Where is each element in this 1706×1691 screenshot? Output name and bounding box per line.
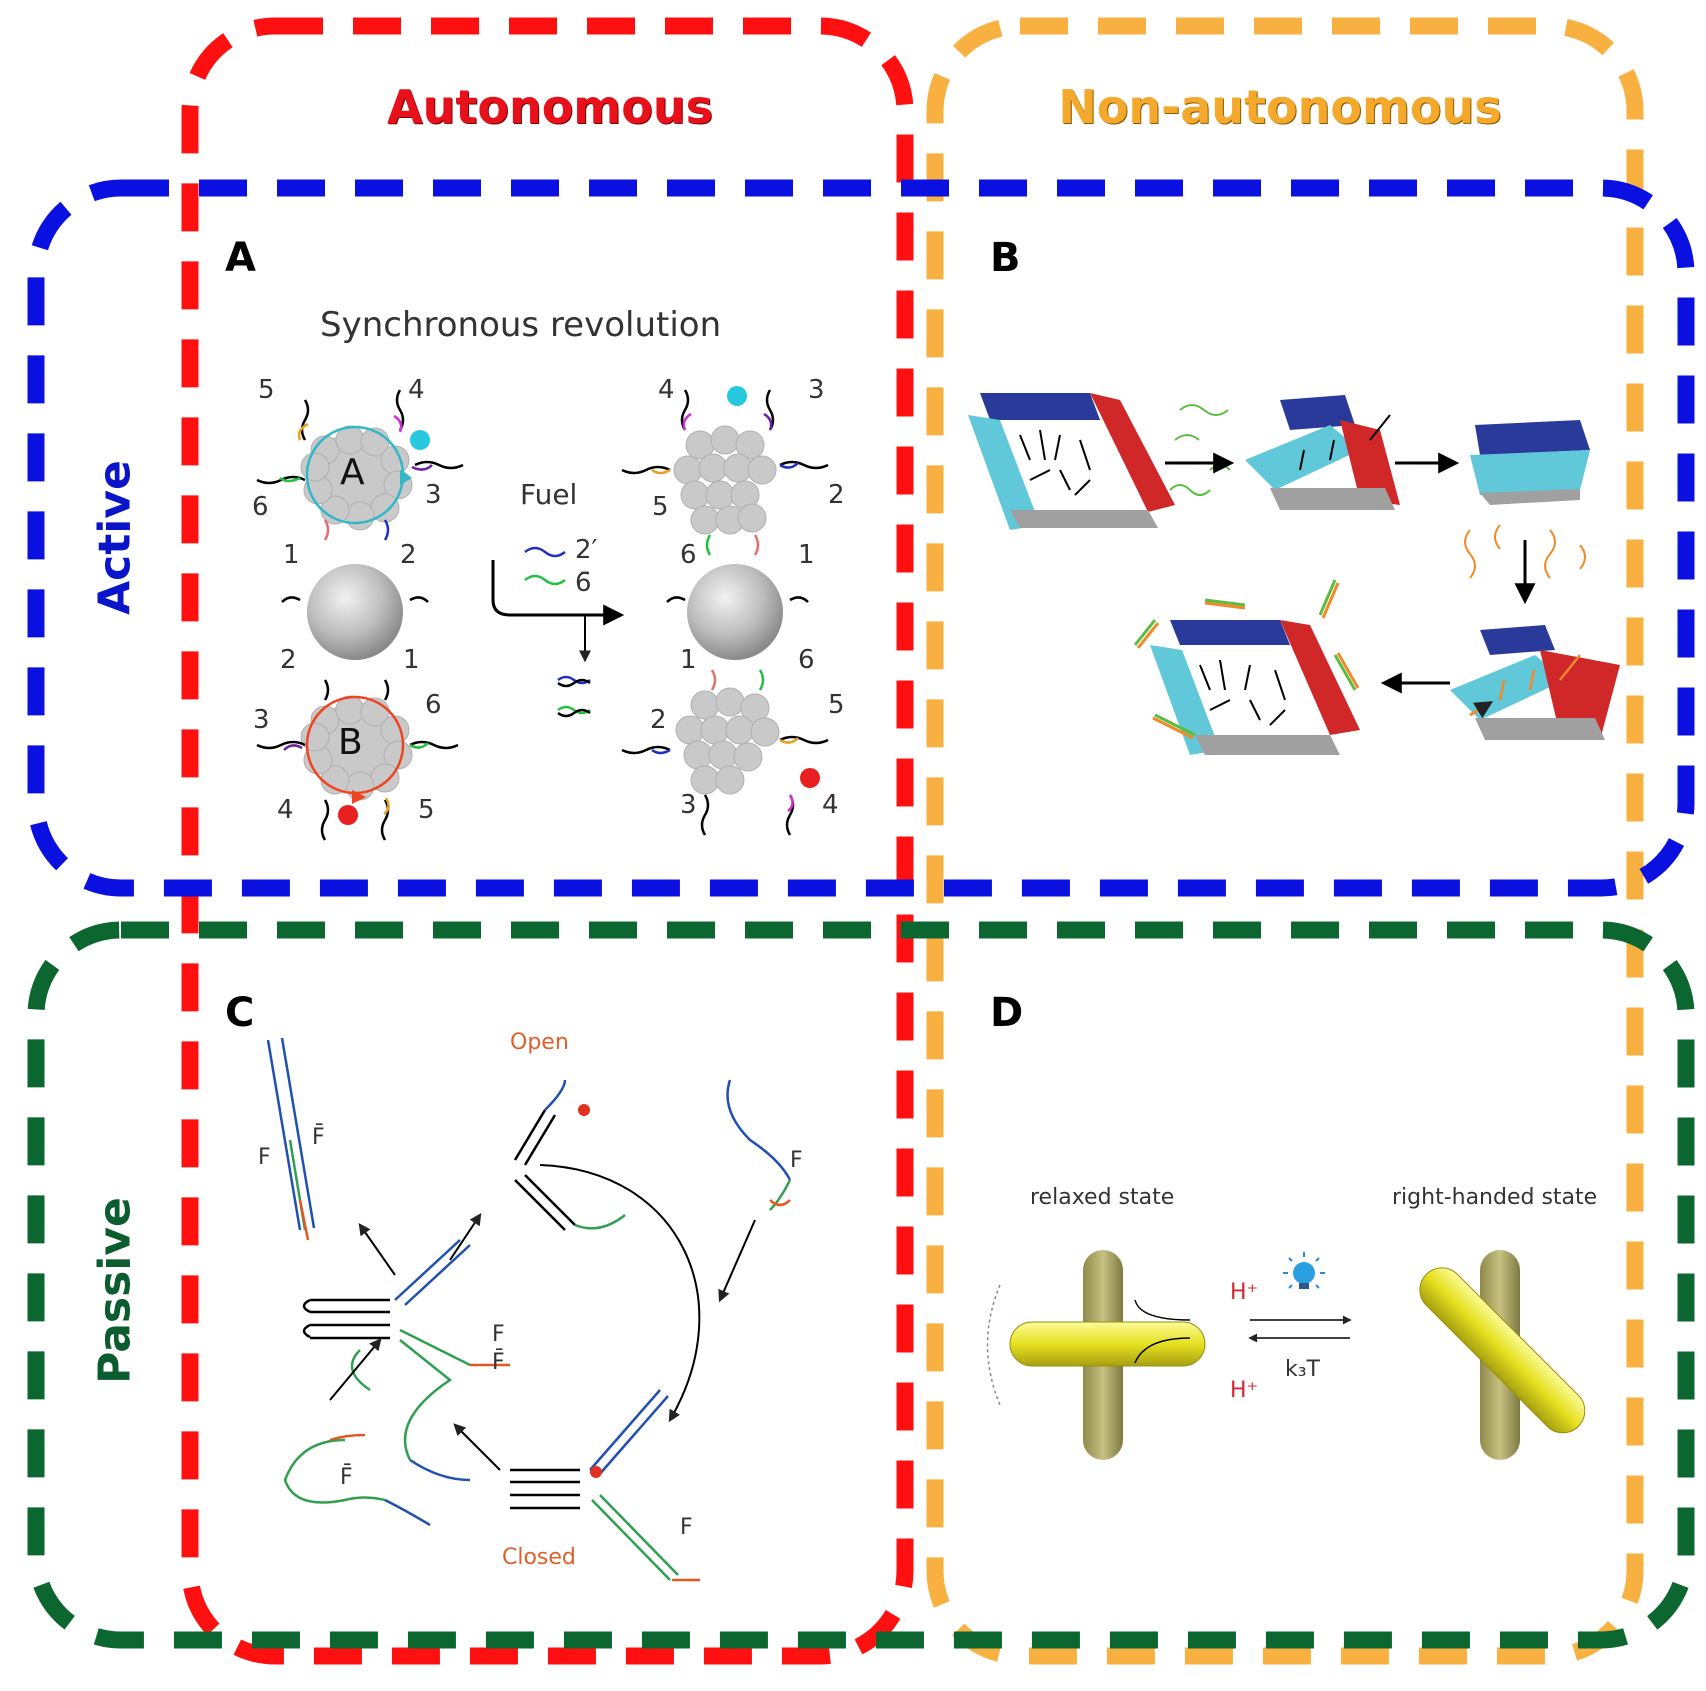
gear-b-label: B <box>338 722 363 763</box>
right-upper-marker <box>727 386 747 406</box>
frame-non-autonomous <box>926 17 1644 1665</box>
right-num-10: 5 <box>828 690 845 720</box>
b-frame-2 <box>1245 395 1400 510</box>
row-label-active: Active <box>89 460 141 615</box>
right-num-8: 6 <box>798 645 815 675</box>
row-label-passive: Passive <box>89 1197 141 1384</box>
waste-duplexes <box>557 675 591 718</box>
right-num-12: 4 <box>822 790 839 820</box>
gear-a-label: A <box>340 452 365 493</box>
closed-label: Closed <box>502 1545 576 1570</box>
gear-b-marker <box>338 805 358 825</box>
right-num-9: 2 <box>650 705 667 735</box>
fuel-strand-1: 2′ <box>575 535 598 565</box>
c-f-label-2: F <box>790 1148 803 1173</box>
fuel-strand-blue <box>524 546 566 558</box>
c-f-label-3: F <box>492 1322 505 1347</box>
fuel-strand-2: 6̄ <box>575 568 592 598</box>
left-num-10: 6 <box>425 690 442 720</box>
open-label: Open <box>510 1030 569 1055</box>
left-num-12: 5 <box>418 795 435 825</box>
d-upper-curve <box>1134 1299 1191 1321</box>
b-frame-1 <box>968 393 1175 530</box>
right-num-2: 3 <box>808 375 825 405</box>
b-green-strands-1 <box>1169 404 1231 496</box>
gear-b-arrow <box>352 790 366 804</box>
panel-a-title: Synchronous revolution <box>320 305 722 345</box>
header-autonomous: Autonomous <box>387 80 713 134</box>
right-lower-marker <box>800 768 820 788</box>
gear-a-marker <box>410 430 430 450</box>
panel-label-a: A <box>225 235 256 281</box>
panel-label-b: B <box>990 235 1021 281</box>
sphere-right <box>687 564 783 660</box>
b-duplex-strands <box>1133 579 1360 740</box>
b-frame-5 <box>1150 620 1360 755</box>
sphere-left <box>307 564 403 660</box>
k3t-label: k₃T <box>1285 1357 1320 1382</box>
right-lower-cluster <box>675 687 780 795</box>
panel-c-drawing <box>266 1037 792 1582</box>
right-handed-state-label: right-handed state <box>1392 1185 1598 1210</box>
panel-b-drawing <box>968 393 1620 755</box>
frame-active <box>27 179 1695 897</box>
left-num-2: 4 <box>408 375 425 405</box>
header-non-autonomous: Non-autonomous <box>1058 80 1502 134</box>
light-bulb-icon <box>1283 1252 1325 1289</box>
fuel-label: Fuel <box>520 478 578 511</box>
left-num-9: 3 <box>253 705 270 735</box>
frame-autonomous <box>181 17 914 1665</box>
panel-label-d: D <box>990 990 1024 1036</box>
frame-passive <box>27 921 1695 1649</box>
h-plus-top: H⁺ <box>1230 1280 1259 1305</box>
rh-diagonal-rod <box>1419 1267 1586 1434</box>
relaxed-horizontal-rod <box>1009 1321 1206 1367</box>
right-num-1: 4 <box>658 375 675 405</box>
c-fbar-label-1: F̄ <box>312 1125 325 1150</box>
right-num-4: 2 <box>828 480 845 510</box>
left-num-11: 4 <box>277 795 294 825</box>
right-upper-cluster <box>673 425 777 535</box>
right-num-3: 5 <box>652 492 669 522</box>
right-num-7: 1 <box>680 645 697 675</box>
relaxed-state-label: relaxed state <box>1030 1185 1175 1210</box>
gear-a-arrow <box>400 470 412 485</box>
left-num-8: 1 <box>403 645 420 675</box>
panel-a-drawing <box>256 386 829 841</box>
panel-d-drawing <box>986 1250 1586 1460</box>
rotation-hint <box>986 1284 1001 1406</box>
left-num-5: 1 <box>283 540 300 570</box>
c-f-label-1: F <box>258 1145 271 1170</box>
fuel-arrow <box>491 560 625 626</box>
b-frame-4 <box>1450 625 1620 740</box>
left-num-6: 2 <box>400 540 417 570</box>
left-num-7: 2 <box>280 645 297 675</box>
left-num-3: 6 <box>252 492 269 522</box>
left-num-4: 3 <box>425 480 442 510</box>
c-fbar-label-2: F̄ <box>492 1350 505 1375</box>
c-f-label-4: F <box>680 1515 693 1540</box>
c-fbar-label-3: F̄ <box>340 1465 353 1490</box>
fuel-strand-green <box>524 574 566 586</box>
right-num-5: 6 <box>680 540 697 570</box>
b-orange-strands <box>1464 524 1586 579</box>
d-lower-curve <box>1134 1337 1191 1364</box>
left-strands <box>256 389 464 841</box>
right-num-6: 1 <box>798 540 815 570</box>
right-strands <box>621 389 829 836</box>
panel-label-c: C <box>225 990 255 1036</box>
b-frame-3 <box>1470 420 1590 505</box>
right-num-11: 3 <box>680 790 697 820</box>
left-num-1: 5 <box>258 375 275 405</box>
h-plus-bottom: H⁺ <box>1230 1378 1259 1403</box>
